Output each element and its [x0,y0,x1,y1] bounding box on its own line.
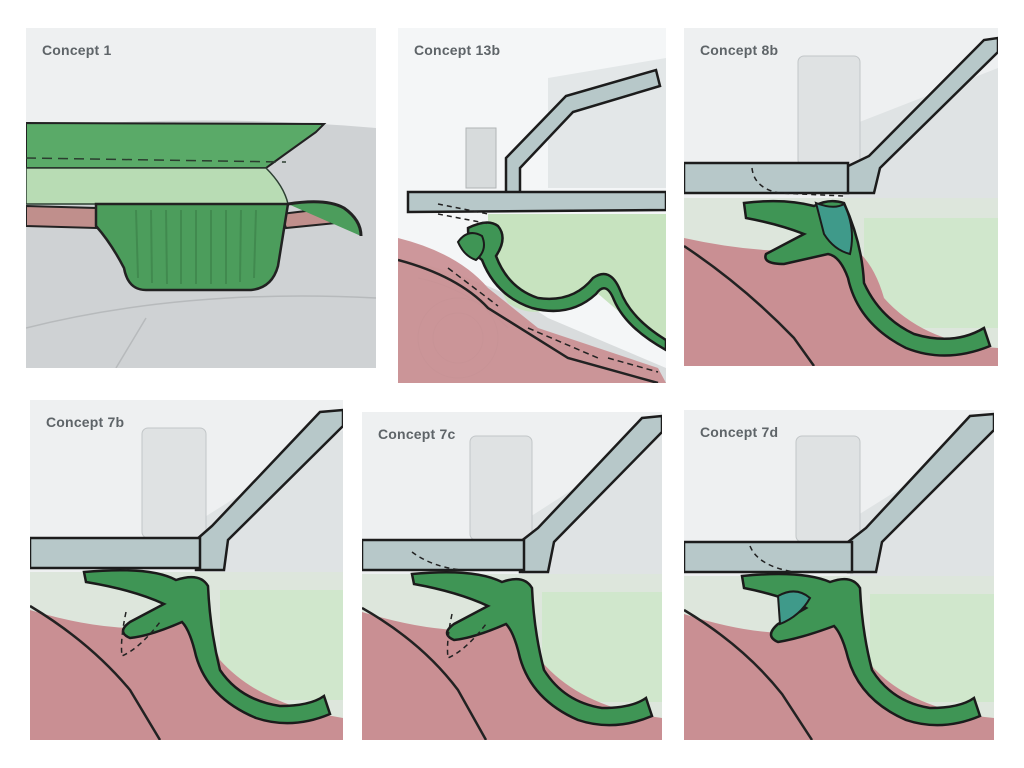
concept-7c-sketch [362,412,662,740]
concept-13b-panel: Concept 13b [398,28,666,383]
concept-title: Concept 1 [42,42,112,58]
concept-1-panel: Concept 1 [26,28,376,368]
concept-title: Concept 7c [378,426,456,442]
concept-title: Concept 7b [46,414,125,430]
concept-7b-sketch [30,400,343,740]
concept-8b-panel: Concept 8b [684,28,998,366]
concept-title: Concept 8b [700,42,779,58]
concept-8b-sketch [684,28,998,366]
concept-1-sketch [26,28,376,368]
concept-title: Concept 7d [700,424,779,440]
concept-title: Concept 13b [414,42,501,58]
concept-13b-sketch [398,28,666,383]
concept-7d-panel: Concept 7d [684,410,994,740]
concept-7b-panel: Concept 7b [30,400,343,740]
concept-7d-sketch [684,410,994,740]
concept-7c-panel: Concept 7c [362,412,662,740]
